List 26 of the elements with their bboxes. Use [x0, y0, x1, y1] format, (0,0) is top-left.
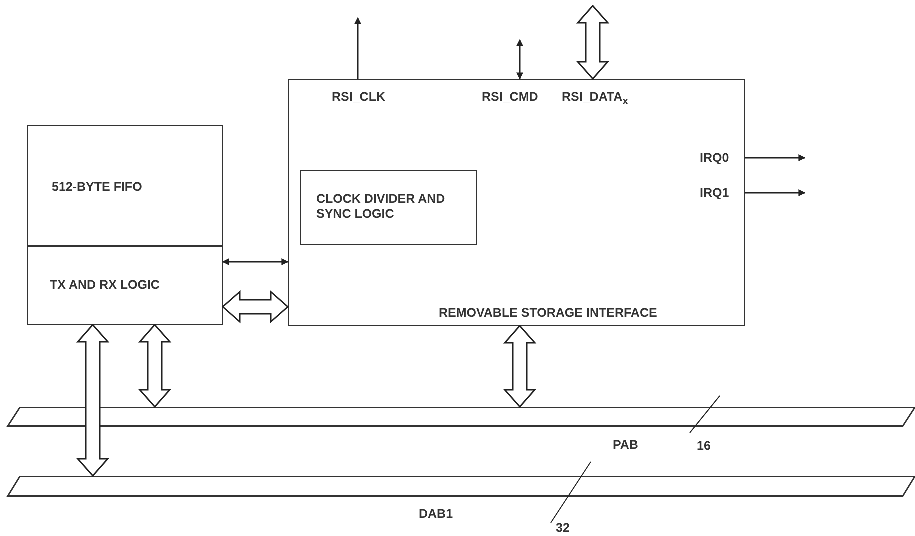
signal-label: RSI_DATA$_{x}$	[562, 90, 628, 108]
signal-label: RSI_CLK	[332, 90, 386, 104]
block-label: TX AND RX LOGIC	[50, 278, 160, 293]
bus-arrow	[76, 324, 110, 478]
block-label: CLOCK DIVIDER AND SYNC LOGIC	[316, 192, 446, 222]
arrow	[516, 39, 524, 80]
fifo-box	[27, 125, 223, 246]
signal-label: IRQ0	[700, 151, 730, 165]
bus-arrow	[138, 324, 172, 408]
bus-width-label: 32	[556, 521, 570, 535]
block-label: REMOVABLE STORAGE INTERFACE	[439, 306, 658, 321]
arrow	[222, 258, 289, 266]
bus-label: DAB1	[419, 507, 454, 522]
bus-arrow	[503, 324, 537, 408]
arrow	[745, 154, 806, 162]
bus-arrow	[222, 290, 290, 324]
logic-box	[27, 246, 223, 325]
arrow	[745, 190, 806, 196]
arrow	[354, 17, 362, 79]
block-label: 512-BYTE FIFO	[52, 180, 142, 195]
bus-width-label: 16	[697, 439, 711, 453]
bus-arrow	[576, 4, 610, 80]
signal-label: IRQ1	[700, 186, 730, 200]
bus-label: PAB	[613, 438, 638, 453]
interface-box	[288, 79, 745, 326]
signal-label: RSI_CMD	[482, 90, 538, 104]
